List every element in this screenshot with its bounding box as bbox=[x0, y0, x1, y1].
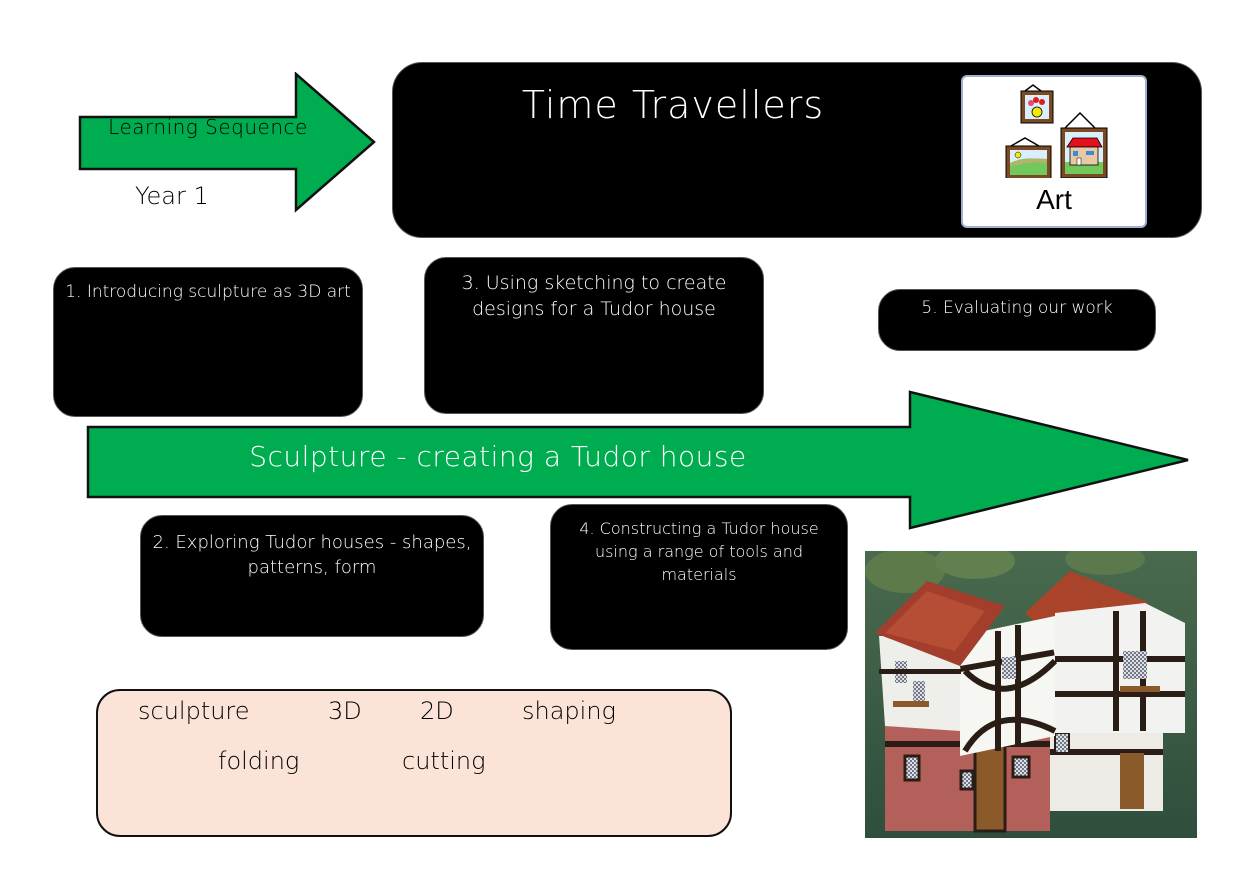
unit-title: Sculpture - creating a Tudor house bbox=[249, 440, 747, 473]
step-3-box: 3. Using sketching to create designs for… bbox=[424, 257, 764, 414]
step-3-label: 3. Using sketching to create designs for… bbox=[461, 272, 727, 320]
vocab-word: sculpture bbox=[138, 697, 250, 725]
step-4-box: 4. Constructing a Tudor house using a ra… bbox=[550, 504, 848, 650]
learning-sequence-label: Learning Sequence bbox=[108, 115, 308, 139]
page-title: Time Travellers bbox=[521, 83, 825, 127]
step-1-box: 1. Introducing sculpture as 3D art bbox=[53, 267, 363, 417]
step-5-box: 5. Evaluating our work bbox=[878, 289, 1156, 351]
subject-card-label: Art bbox=[1036, 184, 1072, 215]
tudor-houses-photo bbox=[865, 551, 1197, 838]
step-2-label: 2. Exploring Tudor houses - shapes, patt… bbox=[152, 532, 472, 578]
step-5-label: 5. Evaluating our work bbox=[921, 298, 1113, 318]
vocab-word: cutting bbox=[402, 747, 486, 775]
unit-arrow bbox=[86, 390, 1189, 530]
vocab-word: shaping bbox=[522, 697, 616, 725]
step-1-label: 1. Introducing sculpture as 3D art bbox=[65, 282, 351, 302]
tudor-houses-image bbox=[865, 551, 1197, 838]
step-4-label: 4. Constructing a Tudor house using a ra… bbox=[579, 519, 819, 584]
framed-pictures-icon bbox=[1005, 84, 1108, 178]
subject-card-art: Art bbox=[961, 75, 1147, 228]
learning-sequence-arrow bbox=[78, 72, 376, 213]
vocab-word: folding bbox=[218, 747, 300, 775]
step-2-box: 2. Exploring Tudor houses - shapes, patt… bbox=[140, 515, 484, 637]
year-label: Year 1 bbox=[135, 182, 209, 210]
vocab-word: 3D bbox=[328, 697, 362, 725]
vocab-word: 2D bbox=[420, 697, 454, 725]
vocabulary-box: sculpture 3D 2D shaping folding cutting bbox=[96, 689, 732, 837]
